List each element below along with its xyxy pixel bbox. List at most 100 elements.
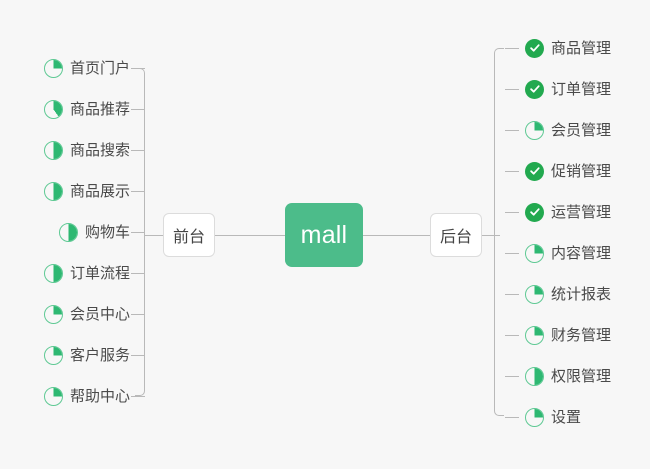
pie-progress-icon: [43, 263, 63, 283]
leaf-item-frontend-3[interactable]: 商品展示: [43, 179, 130, 203]
leaf-item-label: 会员管理: [551, 121, 612, 139]
pie-progress-icon: [525, 325, 544, 345]
leaf-item-backend-8[interactable]: 权限管理: [525, 364, 611, 388]
connector-stub: [505, 130, 519, 131]
connector-stub: [505, 212, 519, 213]
leaf-item-label: 商品管理: [551, 39, 612, 57]
connector-center-to-frontend: [215, 235, 285, 236]
leaf-item-label: 首页门户: [69, 59, 130, 77]
connector-stub: [131, 232, 145, 233]
connector-stub: [505, 89, 519, 90]
pie-progress-wedge: [59, 223, 77, 241]
pie-progress-wedge: [44, 141, 62, 159]
leaf-item-frontend-4[interactable]: 购物车: [58, 220, 130, 244]
pie-progress-icon: [525, 120, 544, 140]
leaf-item-backend-9[interactable]: 设置: [525, 405, 581, 429]
leaf-item-frontend-8[interactable]: 帮助中心: [43, 384, 130, 408]
connector-stub: [505, 294, 519, 295]
connector-stub: [505, 48, 519, 49]
check-circle-icon: [525, 79, 544, 99]
connector-backend-to-spine: [482, 235, 500, 236]
leaf-item-frontend-2[interactable]: 商品搜索: [43, 138, 130, 162]
leaf-item-label: 订单流程: [69, 264, 130, 282]
pie-progress-icon: [43, 99, 63, 119]
leaf-item-frontend-0[interactable]: 首页门户: [43, 56, 130, 80]
pie-progress-wedge: [44, 305, 62, 323]
connector-stub: [131, 109, 145, 110]
pie-progress-wedge: [526, 285, 543, 303]
pie-progress-icon: [525, 407, 544, 427]
connector-frontend-to-spine: [145, 235, 163, 236]
pie-progress-icon: [525, 284, 544, 304]
pie-progress-wedge: [44, 264, 62, 282]
pie-progress-wedge: [44, 346, 62, 364]
connector-stub: [131, 191, 145, 192]
leaf-item-label: 会员中心: [69, 305, 130, 323]
leaf-item-label: 内容管理: [551, 244, 612, 262]
check-circle-icon: [525, 202, 544, 222]
pie-progress-icon: [43, 181, 63, 201]
connector-stub: [505, 376, 519, 377]
leaf-item-label: 促销管理: [551, 162, 612, 180]
connector-stub: [505, 171, 519, 172]
check-circle-icon: [525, 38, 544, 58]
pie-progress-icon: [525, 366, 544, 386]
connector-stub: [131, 68, 145, 69]
connector-stub: [505, 253, 519, 254]
leaf-item-backend-7[interactable]: 财务管理: [525, 323, 611, 347]
branch-node-backend[interactable]: 后台: [430, 213, 482, 257]
pie-progress-wedge: [526, 408, 543, 426]
leaf-item-label: 运营管理: [551, 203, 612, 221]
leaf-item-frontend-5[interactable]: 订单流程: [43, 261, 130, 285]
pie-progress-wedge: [526, 121, 543, 139]
leaf-item-label: 财务管理: [551, 326, 612, 344]
pie-progress-wedge: [44, 59, 62, 77]
pie-progress-wedge: [44, 100, 62, 118]
center-node-label: mall: [300, 220, 348, 249]
pie-progress-wedge: [44, 387, 62, 405]
connector-stub: [131, 273, 145, 274]
pie-progress-wedge: [526, 326, 543, 344]
pie-progress-wedge: [526, 244, 543, 262]
leaf-item-label: 订单管理: [551, 80, 612, 98]
connector-stub: [505, 335, 519, 336]
leaf-item-label: 商品搜索: [69, 141, 130, 159]
check-circle-icon: [525, 161, 544, 181]
leaf-item-backend-2[interactable]: 会员管理: [525, 118, 611, 142]
pie-progress-wedge: [526, 367, 543, 385]
leaf-item-frontend-6[interactable]: 会员中心: [43, 302, 130, 326]
leaf-item-backend-0[interactable]: 商品管理: [525, 36, 611, 60]
leaf-item-backend-4[interactable]: 运营管理: [525, 200, 611, 224]
branch-node-backend-label: 后台: [439, 229, 472, 246]
leaf-item-frontend-7[interactable]: 客户服务: [43, 343, 130, 367]
connector-center-to-backend: [363, 235, 430, 236]
pie-progress-icon: [43, 386, 63, 406]
leaf-item-backend-1[interactable]: 订单管理: [525, 77, 611, 101]
leaf-item-frontend-1[interactable]: 商品推荐: [43, 97, 130, 121]
pie-progress-icon: [43, 345, 63, 365]
leaf-item-backend-3[interactable]: 促销管理: [525, 159, 611, 183]
leaf-item-label: 客户服务: [69, 346, 130, 364]
pie-progress-icon: [43, 304, 63, 324]
leaf-item-label: 购物车: [84, 223, 130, 241]
leaf-item-label: 统计报表: [551, 285, 612, 303]
center-node-mall[interactable]: mall: [285, 203, 363, 267]
leaf-item-label: 设置: [551, 408, 582, 426]
leaf-item-backend-5[interactable]: 内容管理: [525, 241, 611, 265]
leaf-item-label: 权限管理: [551, 367, 612, 385]
branch-node-frontend-label: 前台: [172, 229, 205, 246]
pie-progress-wedge: [44, 182, 62, 200]
pie-progress-icon: [43, 58, 63, 78]
backend-branch-spine: [494, 48, 504, 416]
connector-stub: [505, 417, 519, 418]
connector-stub: [131, 396, 145, 397]
pie-progress-icon: [58, 222, 78, 242]
pie-progress-icon: [525, 243, 544, 263]
leaf-item-label: 帮助中心: [69, 387, 130, 405]
connector-stub: [131, 355, 145, 356]
connector-stub: [131, 150, 145, 151]
leaf-item-label: 商品展示: [69, 182, 130, 200]
branch-node-frontend[interactable]: 前台: [163, 213, 215, 257]
leaf-item-backend-6[interactable]: 统计报表: [525, 282, 611, 306]
